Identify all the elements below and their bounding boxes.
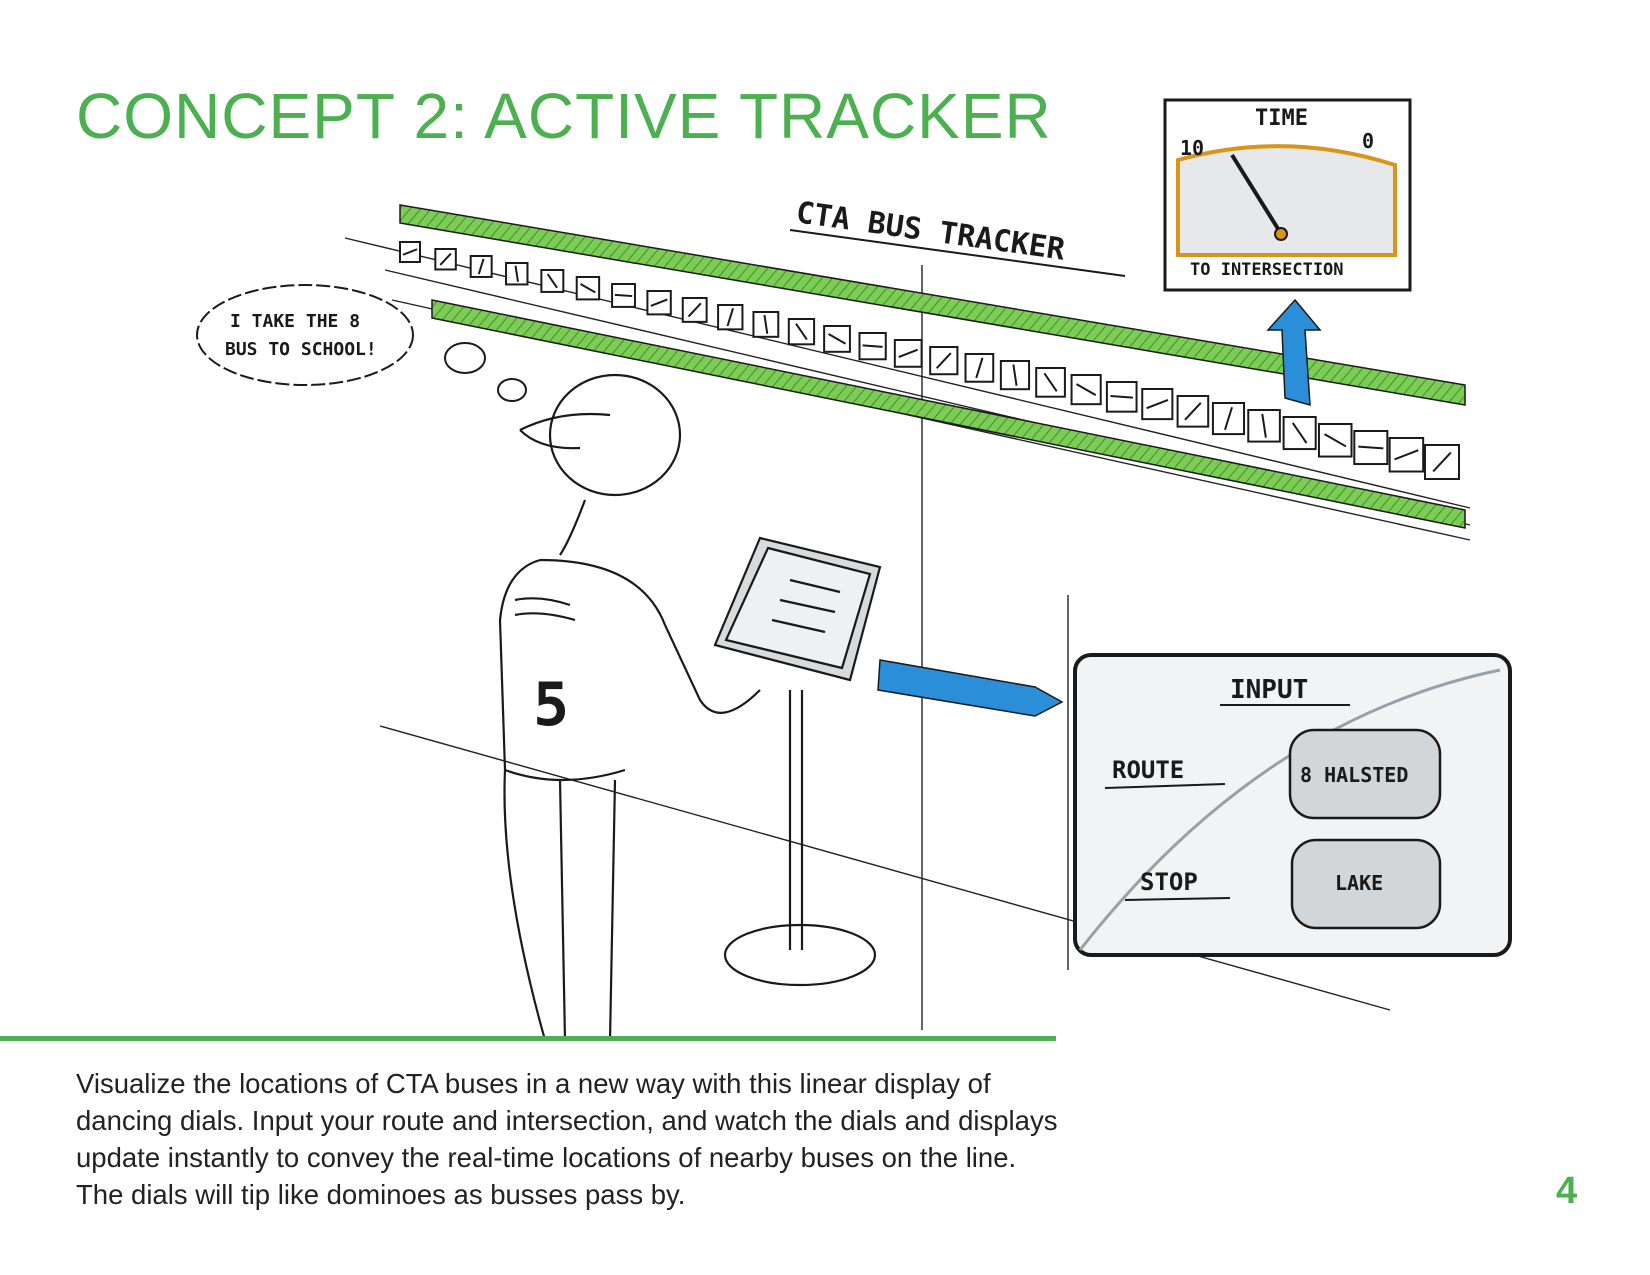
dial-box — [434, 248, 457, 271]
dial-box — [611, 283, 636, 308]
dial-box — [1176, 395, 1210, 428]
dial-box — [893, 339, 923, 368]
dial-box — [1388, 437, 1425, 473]
stop-value: LAKE — [1335, 871, 1383, 895]
time-scale-min: 0 — [1362, 129, 1374, 153]
section-divider — [0, 1036, 1056, 1041]
concept-description: Visualize the locations of CTA buses in … — [76, 1068, 1058, 1210]
input-panel: INPUT ROUTE 8 HALSTED STOP LAKE — [1073, 653, 1512, 957]
route-label: ROUTE — [1112, 756, 1184, 784]
dial-box — [646, 290, 672, 316]
tablet-kiosk — [713, 536, 882, 987]
dial-box — [964, 353, 995, 383]
dial-row — [399, 241, 1460, 480]
route-value: 8 HALSTED — [1300, 763, 1408, 787]
page-number: 4 — [1556, 1170, 1578, 1212]
dial-box — [929, 346, 959, 376]
dial-box — [717, 304, 744, 331]
bottom-display-strip — [431, 299, 1466, 529]
dial-box — [1317, 423, 1353, 458]
dial-box — [505, 262, 529, 286]
dial-box — [575, 276, 601, 301]
jersey-number: 5 — [533, 670, 569, 740]
dial-box — [1211, 402, 1246, 436]
dial-box — [823, 325, 851, 353]
time-scale-max: 10 — [1180, 136, 1204, 160]
dial-box — [999, 360, 1031, 391]
dial-box — [1070, 374, 1102, 406]
stop-label: STOP — [1140, 868, 1198, 896]
person-sketch — [498, 373, 761, 1041]
dial-box — [1105, 381, 1138, 413]
time-title: TIME — [1255, 106, 1308, 131]
dial-box — [681, 297, 708, 323]
dial-box — [540, 269, 565, 293]
thought-bubble: I TAKE THE 8 BUS TO SCHOOL! — [196, 284, 527, 402]
dial-box — [399, 241, 421, 263]
dial-box — [1141, 388, 1174, 421]
page-title: CONCEPT 2: ACTIVE TRACKER — [76, 80, 1052, 152]
dial-box — [1035, 367, 1066, 398]
dial-box — [787, 318, 816, 346]
blue-arrow-to-time — [1266, 298, 1322, 407]
thought-line-1: I TAKE THE 8 — [230, 311, 360, 332]
blue-arrow-to-input — [877, 659, 1064, 717]
dial-box — [1282, 416, 1317, 451]
tracker-label: CTA BUS TRACKER — [794, 195, 1068, 267]
dial-box — [752, 311, 780, 338]
dial-box — [469, 255, 493, 278]
top-display-strip — [399, 204, 1466, 406]
input-title: INPUT — [1230, 675, 1308, 705]
thought-line-2: BUS TO SCHOOL! — [225, 339, 377, 360]
dial-box — [1247, 409, 1281, 443]
dial-box — [858, 332, 887, 361]
dial-box — [1353, 430, 1389, 466]
time-display: TIME 10 0 TO INTERSECTION — [1163, 98, 1412, 292]
time-caption: TO INTERSECTION — [1190, 260, 1344, 280]
dial-box — [1424, 444, 1460, 480]
